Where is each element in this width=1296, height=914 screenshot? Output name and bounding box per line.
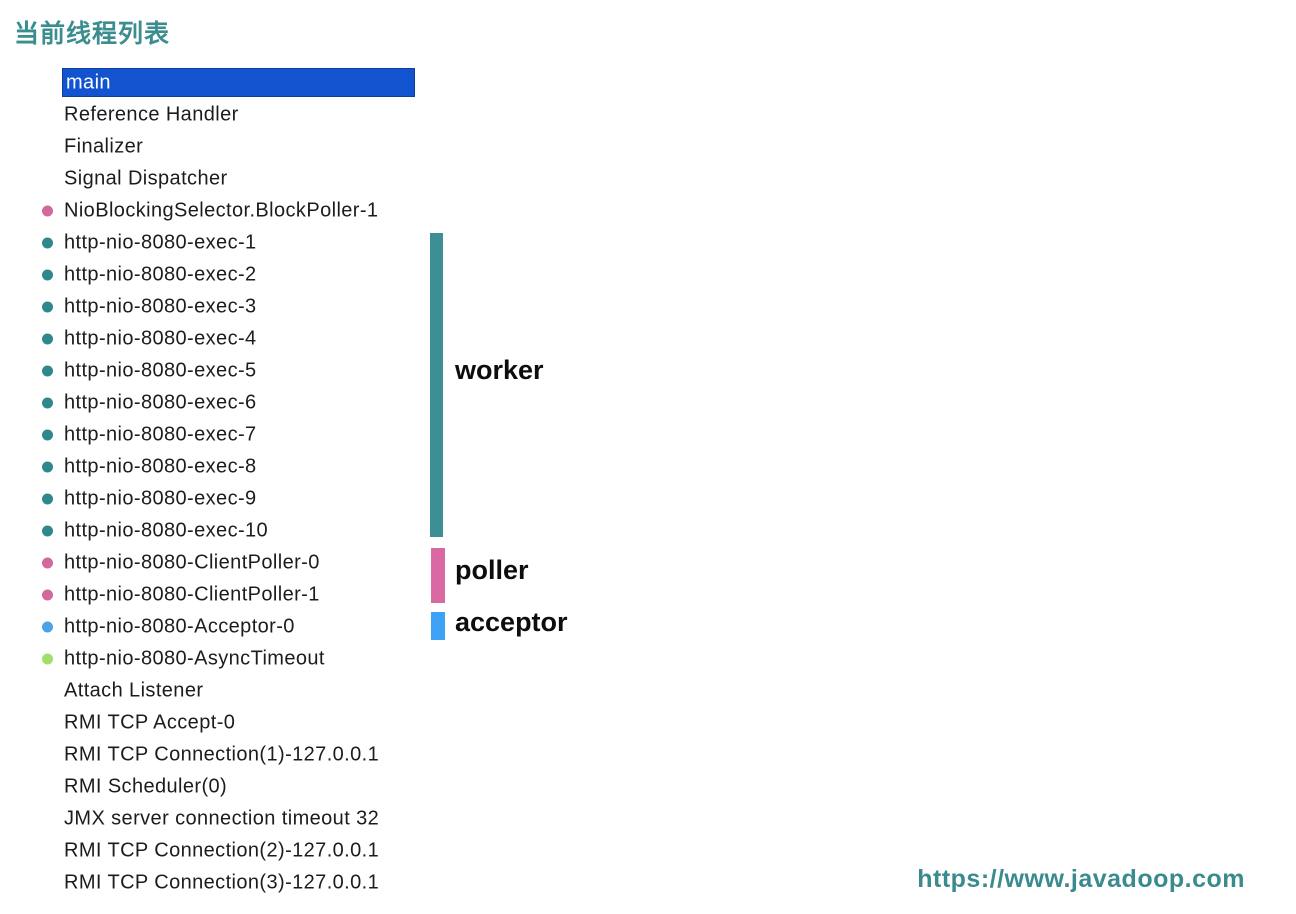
thread-row[interactable]: http-nio-8080-exec-9 bbox=[0, 483, 460, 515]
thread-row[interactable]: http-nio-8080-exec-2 bbox=[0, 259, 460, 291]
teal-thread-state-bullet-icon bbox=[42, 429, 53, 441]
thread-name: Reference Handler bbox=[64, 103, 239, 126]
watermark-link[interactable]: https://www.javadoop.com bbox=[917, 865, 1245, 893]
thread-name: JMX server connection timeout 32 bbox=[64, 807, 380, 830]
thread-row[interactable]: main bbox=[0, 67, 460, 99]
green-thread-state-bullet-icon bbox=[42, 653, 53, 665]
thread-row[interactable]: http-nio-8080-ClientPoller-1 bbox=[0, 579, 460, 611]
thread-row[interactable]: http-nio-8080-exec-1 bbox=[0, 227, 460, 259]
pink-thread-state-bullet-icon bbox=[42, 557, 53, 569]
thread-name: http-nio-8080-exec-6 bbox=[64, 391, 257, 414]
thread-row[interactable]: http-nio-8080-exec-8 bbox=[0, 451, 460, 483]
teal-thread-state-bullet-icon bbox=[42, 461, 53, 473]
thread-name: http-nio-8080-exec-9 bbox=[64, 487, 257, 510]
thread-row[interactable]: RMI TCP Connection(1)-127.0.0.1 bbox=[0, 739, 460, 771]
thread-row[interactable]: JMX server connection timeout 32 bbox=[0, 803, 460, 835]
worker-label: worker bbox=[455, 355, 544, 385]
teal-thread-state-bullet-icon bbox=[42, 525, 53, 537]
worker-span-bar bbox=[430, 233, 443, 537]
teal-thread-state-bullet-icon bbox=[42, 493, 53, 505]
thread-name: RMI TCP Connection(3)-127.0.0.1 bbox=[64, 871, 380, 894]
teal-thread-state-bullet-icon bbox=[42, 333, 53, 345]
thread-row[interactable]: Reference Handler bbox=[0, 99, 460, 131]
acceptor-label: acceptor bbox=[455, 607, 568, 637]
thread-name: http-nio-8080-exec-5 bbox=[64, 359, 257, 382]
thread-name: http-nio-8080-exec-8 bbox=[64, 455, 257, 478]
thread-name: RMI TCP Connection(2)-127.0.0.1 bbox=[64, 839, 380, 862]
thread-name: RMI Scheduler(0) bbox=[64, 775, 228, 798]
thread-row[interactable]: RMI Scheduler(0) bbox=[0, 771, 460, 803]
thread-row[interactable]: http-nio-8080-exec-3 bbox=[0, 291, 460, 323]
thread-row[interactable]: RMI TCP Accept-0 bbox=[0, 707, 460, 739]
thread-row[interactable]: http-nio-8080-exec-5 bbox=[0, 355, 460, 387]
thread-row[interactable]: http-nio-8080-Acceptor-0 bbox=[0, 611, 460, 643]
pink-thread-state-bullet-icon bbox=[42, 205, 53, 217]
thread-name: http-nio-8080-exec-1 bbox=[64, 231, 257, 254]
acceptor-span-bar bbox=[431, 612, 445, 640]
teal-thread-state-bullet-icon bbox=[42, 269, 53, 281]
thread-name: http-nio-8080-exec-3 bbox=[64, 295, 257, 318]
thread-row[interactable]: RMI TCP Connection(2)-127.0.0.1 bbox=[0, 835, 460, 867]
thread-name: NioBlockingSelector.BlockPoller-1 bbox=[64, 199, 379, 222]
thread-row[interactable]: NioBlockingSelector.BlockPoller-1 bbox=[0, 195, 460, 227]
thread-name: RMI TCP Connection(1)-127.0.0.1 bbox=[64, 743, 380, 766]
thread-row[interactable]: Attach Listener bbox=[0, 675, 460, 707]
selection-highlight bbox=[62, 68, 415, 97]
thread-row[interactable]: http-nio-8080-AsyncTimeout bbox=[0, 643, 460, 675]
thread-name: http-nio-8080-exec-2 bbox=[64, 263, 257, 286]
blue-thread-state-bullet-icon bbox=[42, 621, 53, 633]
thread-name: http-nio-8080-ClientPoller-1 bbox=[64, 583, 320, 606]
poller-span-bar bbox=[431, 548, 445, 603]
thread-name: main bbox=[66, 71, 111, 94]
thread-row[interactable]: Signal Dispatcher bbox=[0, 163, 460, 195]
thread-name: Finalizer bbox=[64, 135, 144, 158]
thread-name: http-nio-8080-exec-10 bbox=[64, 519, 269, 542]
thread-name: http-nio-8080-exec-7 bbox=[64, 423, 257, 446]
thread-name: http-nio-8080-exec-4 bbox=[64, 327, 257, 350]
thread-name: http-nio-8080-AsyncTimeout bbox=[64, 647, 325, 670]
thread-row[interactable]: RMI TCP Connection(3)-127.0.0.1 bbox=[0, 867, 460, 899]
thread-row[interactable]: http-nio-8080-exec-7 bbox=[0, 419, 460, 451]
thread-name: Attach Listener bbox=[64, 679, 204, 702]
thread-name: http-nio-8080-ClientPoller-0 bbox=[64, 551, 320, 574]
teal-thread-state-bullet-icon bbox=[42, 301, 53, 313]
page-title: 当前线程列表 bbox=[14, 20, 171, 48]
poller-label: poller bbox=[455, 555, 529, 585]
thread-name: RMI TCP Accept-0 bbox=[64, 711, 236, 734]
thread-row[interactable]: http-nio-8080-ClientPoller-0 bbox=[0, 547, 460, 579]
thread-row[interactable]: http-nio-8080-exec-10 bbox=[0, 515, 460, 547]
thread-row[interactable]: http-nio-8080-exec-6 bbox=[0, 387, 460, 419]
teal-thread-state-bullet-icon bbox=[42, 365, 53, 377]
pink-thread-state-bullet-icon bbox=[42, 589, 53, 601]
thread-name: Signal Dispatcher bbox=[64, 167, 228, 190]
thread-row[interactable]: Finalizer bbox=[0, 131, 460, 163]
thread-name: http-nio-8080-Acceptor-0 bbox=[64, 615, 295, 638]
teal-thread-state-bullet-icon bbox=[42, 397, 53, 409]
thread-row[interactable]: http-nio-8080-exec-4 bbox=[0, 323, 460, 355]
teal-thread-state-bullet-icon bbox=[42, 237, 53, 249]
